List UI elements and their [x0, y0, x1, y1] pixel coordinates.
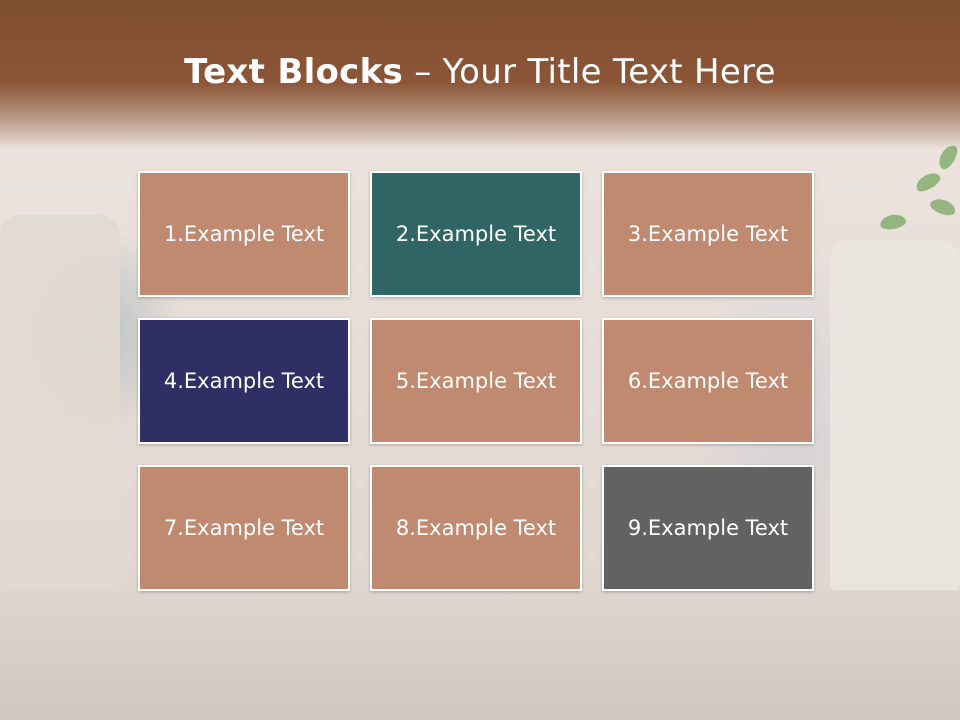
title-bar — [0, 0, 960, 150]
text-block-label: 9.Example Text — [627, 516, 789, 540]
text-block-3[interactable]: 3.Example Text — [602, 171, 814, 297]
text-block-label: 2.Example Text — [395, 222, 557, 246]
text-block-label: 7.Example Text — [163, 516, 325, 540]
text-block-7[interactable]: 7.Example Text — [138, 465, 350, 591]
text-block-label: 6.Example Text — [627, 369, 789, 393]
text-block-label: 3.Example Text — [627, 222, 789, 246]
text-block-5[interactable]: 5.Example Text — [370, 318, 582, 444]
text-block-label: 5.Example Text — [395, 369, 557, 393]
text-block-1[interactable]: 1.Example Text — [138, 171, 350, 297]
sofa-cushion-left — [0, 215, 120, 595]
text-block-2[interactable]: 2.Example Text — [370, 171, 582, 297]
text-block-9[interactable]: 9.Example Text — [602, 465, 814, 591]
text-block-8[interactable]: 8.Example Text — [370, 465, 582, 591]
title-dash: – — [403, 52, 443, 92]
title-bold: Text Blocks — [184, 52, 404, 92]
slide-title[interactable]: Text Blocks – Your Title Text Here — [0, 52, 960, 92]
sofa-seat — [0, 590, 960, 720]
text-block-grid: 1.Example Text 2.Example Text 3.Example … — [138, 171, 814, 594]
text-block-label: 4.Example Text — [163, 369, 325, 393]
title-rest: Your Title Text Here — [442, 52, 776, 92]
text-block-label: 8.Example Text — [395, 516, 557, 540]
text-block-4[interactable]: 4.Example Text — [138, 318, 350, 444]
sofa-cushion-right — [830, 240, 960, 600]
text-block-label: 1.Example Text — [163, 222, 325, 246]
text-block-6[interactable]: 6.Example Text — [602, 318, 814, 444]
